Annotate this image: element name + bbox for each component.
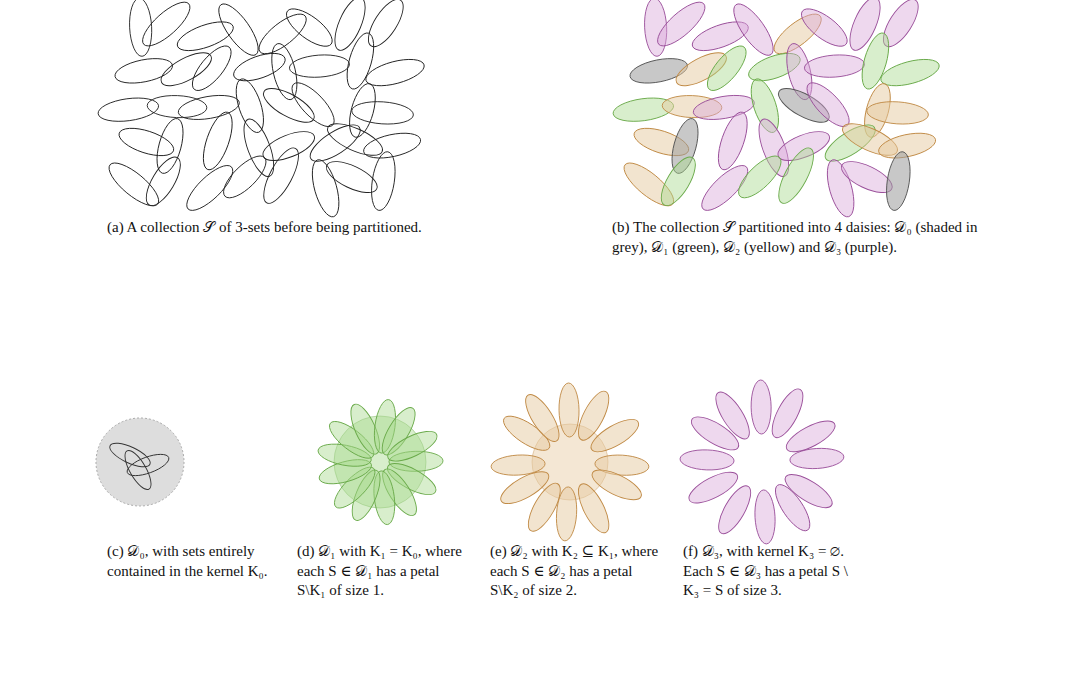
set-ellipse — [362, 0, 410, 52]
petal-set — [559, 383, 580, 437]
set-ellipse — [231, 76, 269, 136]
set-ellipse — [368, 150, 399, 212]
subfigure-caption: (a) A collection 𝒮 of 3-sets before bein… — [107, 218, 442, 238]
set-ellipse — [156, 46, 216, 92]
set-ellipse — [128, 0, 153, 57]
set-ellipse — [197, 109, 238, 173]
kernel — [96, 418, 184, 506]
petal-set — [384, 425, 441, 467]
set-ellipse — [323, 117, 386, 161]
set-ellipse — [342, 30, 379, 92]
set-ellipse — [186, 40, 238, 96]
set-ellipse — [257, 143, 305, 208]
petal-set — [572, 480, 614, 537]
set-ellipse — [212, 0, 265, 61]
daisy-three — [680, 380, 845, 545]
set-ellipse — [796, 2, 853, 53]
set-ellipse — [883, 150, 914, 212]
set-ellipse — [120, 447, 156, 493]
petal-set — [769, 480, 816, 536]
set-ellipse — [136, 0, 196, 52]
petal-set — [710, 387, 756, 443]
set-ellipse — [307, 157, 344, 220]
subfigure-caption: (e) 𝒟₂ with K₂ ⊆ K₁, where each S ∈ 𝒟₂ h… — [490, 542, 662, 601]
set-ellipse — [267, 41, 302, 102]
petal-set — [586, 413, 643, 458]
set-ellipse — [259, 126, 318, 167]
set-ellipse — [116, 123, 177, 161]
petal-set — [680, 449, 735, 471]
set-ellipse — [712, 109, 753, 173]
set-ellipse — [351, 100, 414, 126]
set-ellipse — [147, 94, 207, 118]
daisy-one — [316, 398, 443, 526]
set-ellipse — [103, 156, 165, 212]
set-ellipse — [361, 129, 422, 163]
subfigure-caption: (d) 𝒟₁ with K₁ = K₀, where each S ∈ 𝒟₁ h… — [297, 542, 469, 601]
subfigure-caption: (f) 𝒟₃, with kernel K₃ = ∅. Each S ∈ 𝒟₃ … — [683, 542, 851, 601]
petal-set — [520, 390, 566, 446]
set-ellipse — [329, 0, 372, 54]
partitioned-collection — [612, 0, 942, 220]
set-ellipse — [152, 116, 188, 176]
set-ellipse — [772, 143, 820, 208]
set-ellipse — [281, 2, 338, 53]
set-ellipse — [238, 115, 280, 180]
petal-set — [751, 380, 772, 434]
set-ellipse — [180, 159, 239, 217]
daisy-two — [491, 383, 650, 542]
set-ellipse — [253, 7, 312, 60]
daisy-zero — [96, 418, 184, 506]
subfigure-caption: (b) The collection 𝒮 partitioned into 4 … — [612, 218, 1007, 257]
set-ellipse — [113, 54, 175, 87]
set-ellipse — [289, 53, 351, 79]
petal-set — [782, 415, 839, 458]
set-ellipse — [866, 100, 929, 126]
set-ellipse — [174, 16, 237, 57]
set-ellipse — [305, 118, 365, 168]
set-ellipse — [804, 53, 866, 79]
set-ellipse — [701, 40, 753, 96]
subfigure-caption: (c) 𝒟₀, with sets entirely contained in … — [107, 542, 275, 581]
set-ellipse — [259, 82, 319, 129]
petal-set — [685, 466, 742, 509]
set-ellipse — [655, 152, 702, 210]
set-ellipse — [97, 95, 160, 125]
petal-set — [754, 489, 777, 544]
set-ellipse — [140, 152, 187, 210]
set-collection — [97, 0, 427, 220]
petal-set — [491, 454, 546, 477]
